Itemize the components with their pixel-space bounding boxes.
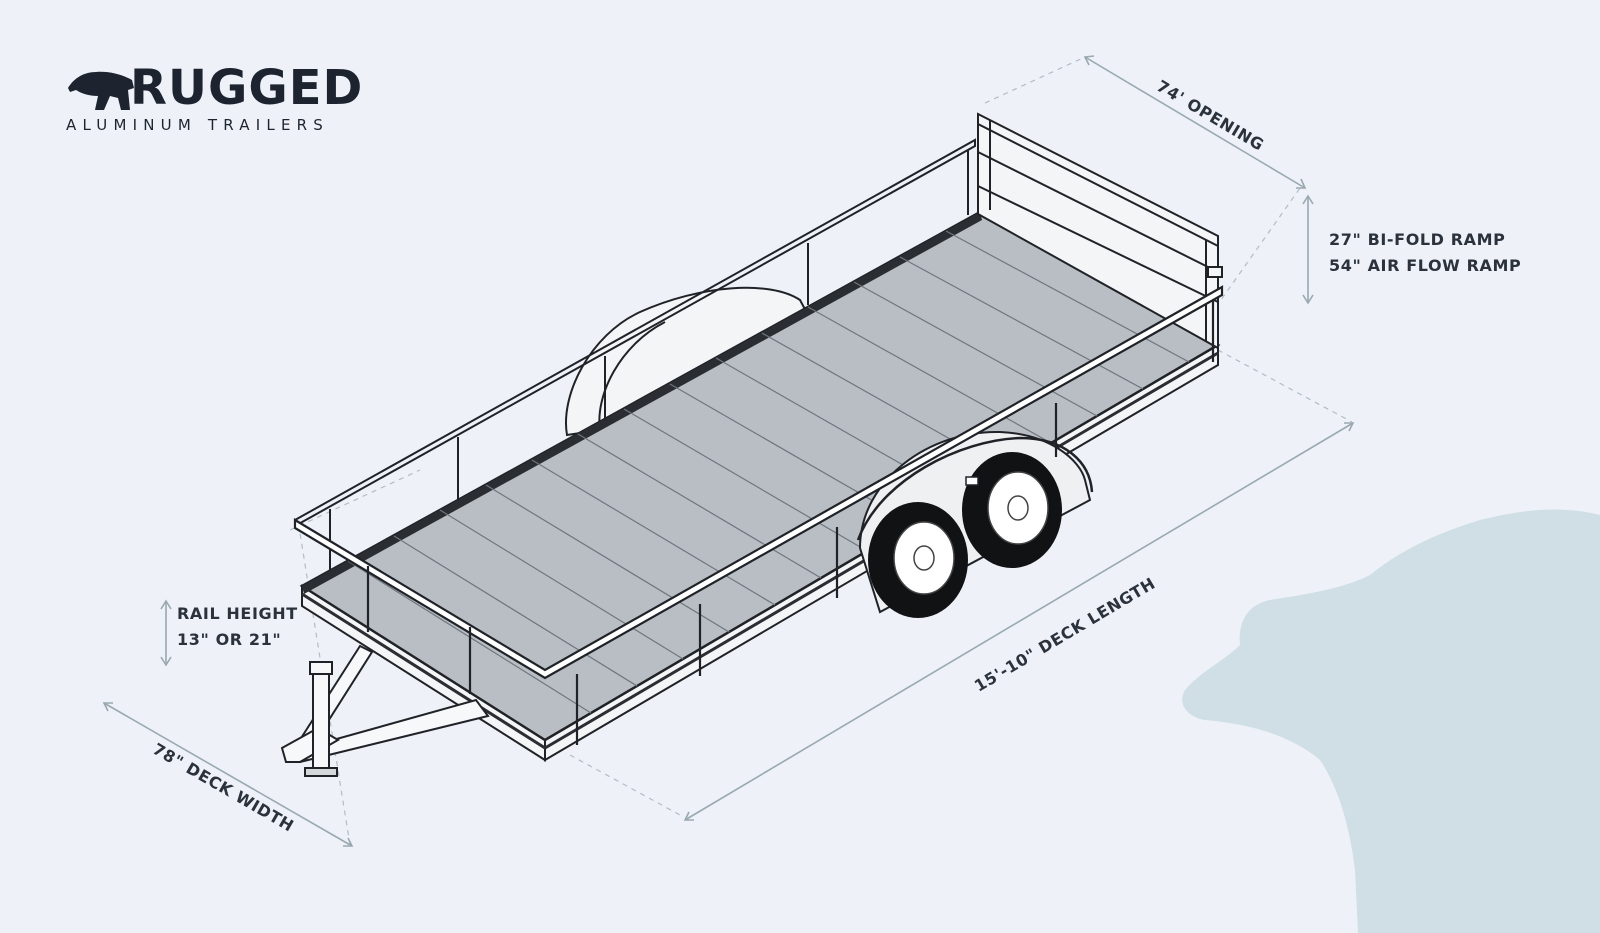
- rail-right: [293, 285, 1224, 745]
- ramp-label-2: 54" AIR FLOW RAMP: [1329, 256, 1522, 275]
- brand-tagline: ALUMINUM TRAILERS: [66, 116, 329, 134]
- bi-fold-ramp: [977, 112, 1223, 350]
- tongue-jack: [280, 644, 490, 777]
- rear-fender-left: [565, 286, 810, 437]
- wheel-assembly: [856, 430, 1094, 618]
- rail-height-label-2: 13" OR 21": [177, 630, 282, 649]
- rail-left: [294, 138, 976, 570]
- rail-height-label-1: RAIL HEIGHT: [177, 604, 298, 623]
- ramp-label-1: 27" BI-FOLD RAMP: [1329, 230, 1506, 249]
- dimension-lines: [102, 55, 1355, 847]
- brand-name: RUGGED: [130, 60, 364, 116]
- bear-watermark: [1182, 509, 1600, 933]
- bear-logo-icon: [68, 71, 134, 110]
